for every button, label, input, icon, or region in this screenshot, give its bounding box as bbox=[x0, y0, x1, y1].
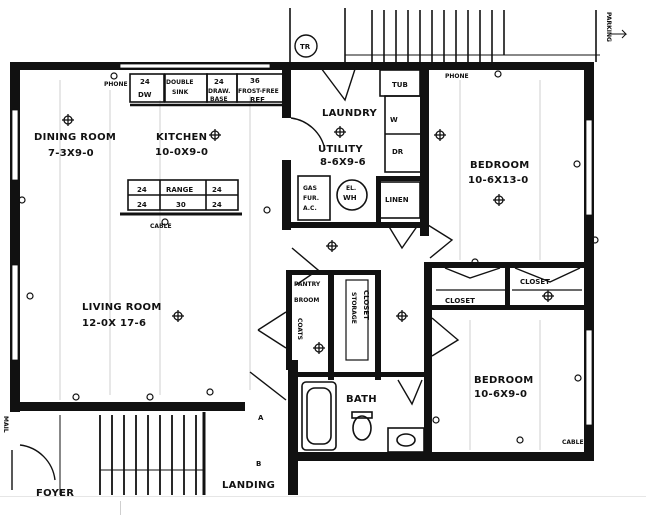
footer-divider bbox=[120, 501, 121, 515]
closet-shelves bbox=[345, 279, 582, 361]
utility-name: UTILITY bbox=[318, 144, 363, 155]
dryer-label: DR bbox=[392, 148, 404, 156]
closet-a-label: CLOSET bbox=[445, 297, 475, 305]
storage-label: STORAGE bbox=[350, 292, 357, 324]
dining-room-size: 7-3X9-0 bbox=[48, 148, 94, 159]
sketch-lines bbox=[59, 80, 541, 450]
bath-name: BATH bbox=[346, 394, 377, 405]
drawbase-size: 24 bbox=[214, 78, 224, 86]
range-label: RANGE bbox=[166, 186, 193, 194]
exterior-walls bbox=[10, 62, 594, 495]
drawbase-label-1: DRAW. bbox=[208, 88, 230, 95]
kitchen-size: 10-0X9-0 bbox=[155, 147, 208, 158]
gas-label-3: A.C. bbox=[303, 205, 317, 212]
cable-bedroom-label: CABLE bbox=[562, 439, 584, 446]
drawbase-label-2: BASE bbox=[210, 96, 228, 103]
bedroom2-size: 10-6X9-0 bbox=[474, 389, 527, 400]
range-counter bbox=[120, 179, 242, 216]
windows bbox=[11, 63, 593, 426]
ref-label-2: REF bbox=[250, 96, 265, 104]
wh-label: WH bbox=[343, 194, 357, 202]
pantry-label: PANTRY bbox=[294, 281, 321, 288]
bedroom1-size: 10-6X13-0 bbox=[468, 175, 528, 186]
washer-label: W bbox=[390, 116, 398, 124]
utility-size: 8-6X9-6 bbox=[320, 157, 366, 168]
parking-arrow-icon bbox=[610, 29, 628, 39]
mail-label: MAIL bbox=[2, 416, 9, 433]
cable-kitchen-label: CABLE bbox=[150, 223, 172, 230]
marker-b-label: B bbox=[256, 460, 261, 468]
dining-room-name: DINING ROOM bbox=[34, 132, 116, 143]
bath-fixtures bbox=[301, 381, 425, 453]
linen-label: LINEN bbox=[385, 196, 409, 204]
light-fixtures bbox=[62, 114, 554, 354]
dw-size: 24 bbox=[140, 78, 150, 86]
wh-top-label: EL. bbox=[346, 185, 356, 192]
parking-label: PARKING bbox=[605, 12, 612, 42]
kitchen-name: KITCHEN bbox=[156, 132, 207, 143]
sink-label-1: DOUBLE bbox=[166, 79, 193, 86]
broom-label: BROOM bbox=[294, 297, 319, 304]
stair-treads bbox=[59, 412, 206, 495]
range-size: 30 bbox=[176, 201, 186, 209]
page-footer bbox=[0, 496, 646, 519]
foyer-name: FOYER bbox=[36, 488, 74, 499]
ref-label-1: FROST-FREE bbox=[238, 88, 279, 95]
bedroom2-name: BEDROOM bbox=[474, 375, 534, 386]
door-swings bbox=[11, 63, 581, 490]
closet-label: CLOSET bbox=[362, 290, 370, 320]
gas-label-1: GAS bbox=[303, 185, 317, 192]
laundry-fixtures bbox=[297, 69, 422, 221]
interior-walls bbox=[282, 66, 584, 457]
marker-a-label: A bbox=[258, 414, 264, 422]
living-room-name: LIVING ROOM bbox=[82, 302, 162, 313]
top-deck-hatch bbox=[289, 8, 600, 62]
range-left-bottom: 24 bbox=[137, 201, 147, 209]
kitchen-upper-counter bbox=[129, 73, 286, 107]
sink-label-2: SINK bbox=[172, 89, 189, 96]
closet-b-label: CLOSET bbox=[520, 278, 550, 286]
tr-label: TR bbox=[300, 43, 311, 51]
gas-label-2: FUR. bbox=[303, 195, 319, 202]
bedroom1-name: BEDROOM bbox=[470, 160, 530, 171]
dw-label: DW bbox=[138, 91, 152, 99]
living-room-size: 12-0X 17-6 bbox=[82, 318, 146, 329]
laundry-name: LAUNDRY bbox=[322, 108, 378, 119]
outlets bbox=[18, 70, 599, 444]
range-right-top: 24 bbox=[212, 186, 222, 194]
coats-label: COATS bbox=[296, 318, 303, 340]
ref-size: 36 bbox=[250, 77, 260, 85]
range-right-bottom: 24 bbox=[212, 201, 222, 209]
landing-name: LANDING bbox=[222, 480, 275, 491]
tub-label: TUB bbox=[392, 81, 408, 89]
tr-circle bbox=[294, 34, 318, 58]
phone-bedroom-label: PHONE bbox=[445, 73, 469, 80]
phone-kitchen-label: PHONE bbox=[104, 81, 128, 88]
range-left-top: 24 bbox=[137, 186, 147, 194]
